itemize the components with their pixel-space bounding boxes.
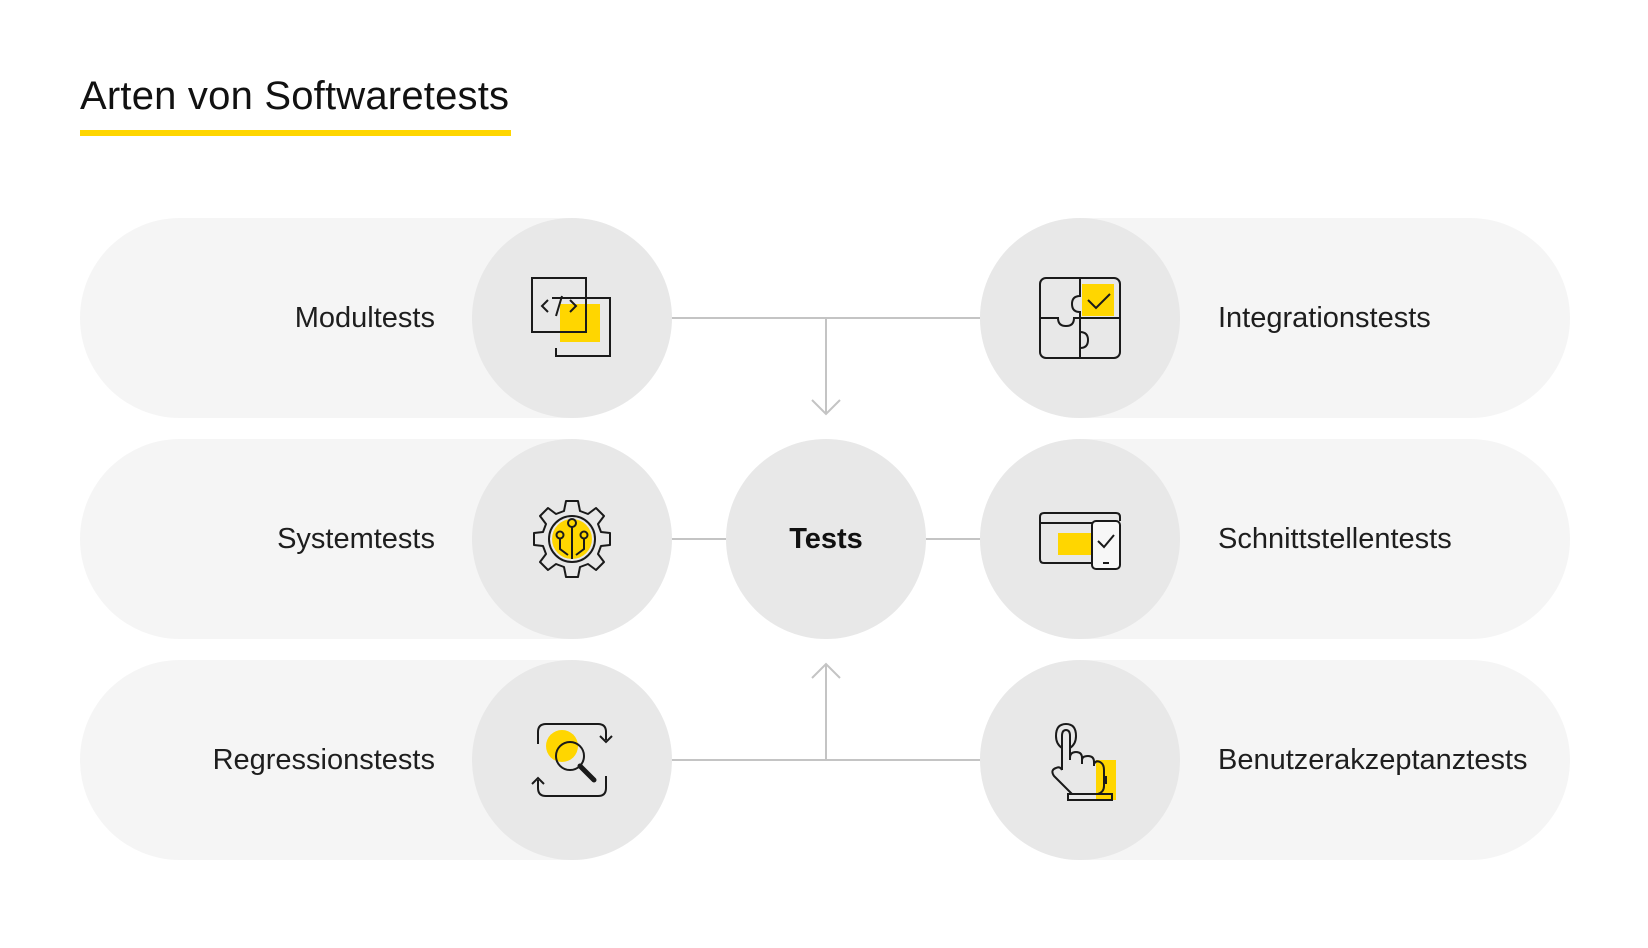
code-window-icon [531,277,611,357]
circle-integrationstests [980,218,1180,418]
page-title: Arten von Softwaretests [80,74,510,118]
label-benutzerakzeptanztests: Benutzerakzeptanztests [1218,744,1528,776]
refresh-search-icon [531,723,613,797]
label-regressionstests: Regressionstests [212,744,435,776]
puzzle-check-icon [1039,277,1121,359]
center-node: Tests [726,439,926,639]
center-label: Tests [789,522,863,555]
circle-modultests [472,218,672,418]
circle-regressionstests [472,660,672,860]
arrow-up-icon [811,662,841,679]
label-integrationstests: Integrationstests [1218,302,1431,334]
gear-circuit-icon [533,500,611,578]
label-schnittstellentests: Schnittstellentests [1218,523,1452,555]
circle-schnittstellentests [980,439,1180,639]
hand-tap-icon [1051,723,1116,801]
browser-phone-icon [1039,512,1121,570]
label-modultests: Modultests [294,302,435,334]
circle-systemtests [472,439,672,639]
arrow-down-icon [811,399,841,416]
circle-benutzerakzeptanztests [980,660,1180,860]
label-systemtests: Systemtests [277,523,435,555]
title-underline [80,130,511,136]
